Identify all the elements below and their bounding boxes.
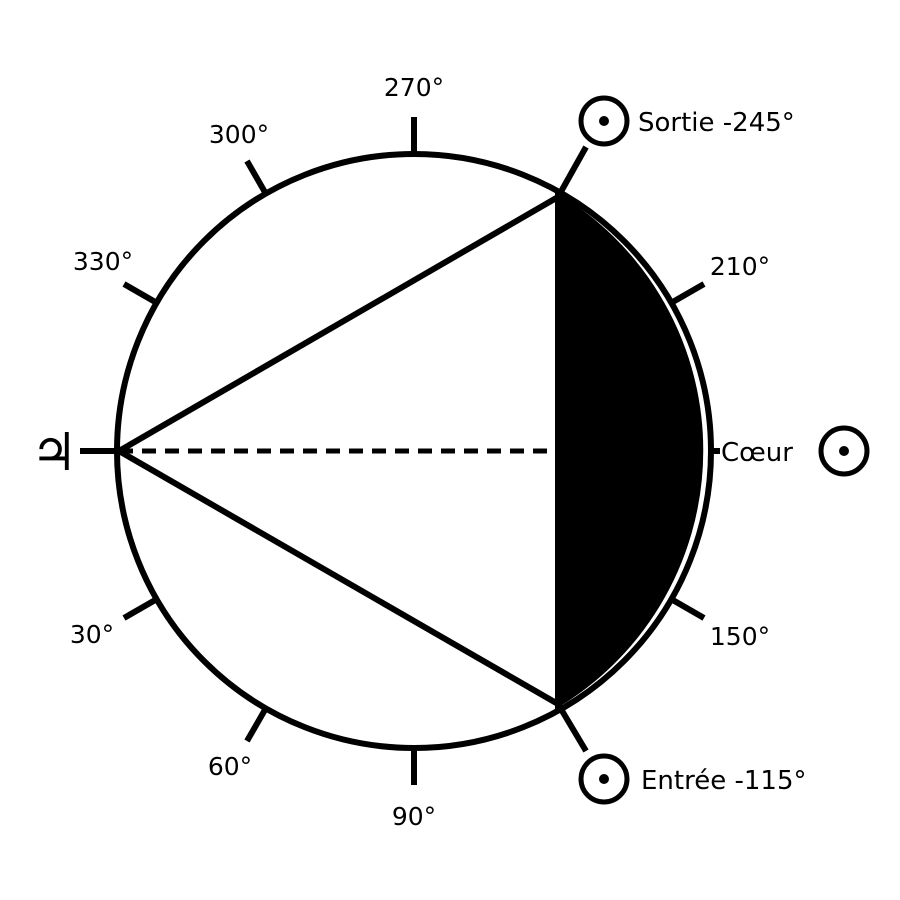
sun-marker-coeur-label: Cœur — [721, 438, 793, 468]
tick-marks — [80, 117, 720, 785]
tick-150 — [669, 596, 706, 621]
shaded-segment — [555, 191, 704, 710]
sun-circled-dot-icon — [578, 753, 630, 805]
sun-marker-entree-label: Entrée -115° — [641, 766, 806, 796]
degree-label-90: 90° — [392, 802, 436, 831]
degree-label-210: 210° — [710, 252, 770, 281]
tick-30 — [122, 596, 159, 621]
degree-label-30: 30° — [70, 620, 114, 649]
chord-lower — [117, 448, 560, 707]
sun-marker-sortie-label: Sortie -245° — [638, 108, 795, 138]
sun-marker-coeur: Cœur — [721, 425, 870, 477]
tick-sortie — [555, 145, 589, 199]
degree-label-150: 150° — [710, 622, 770, 651]
sun-marker-entree: Entrée -115° — [578, 753, 806, 805]
degree-label-330: 330° — [73, 247, 133, 276]
degree-label-60: 60° — [208, 752, 252, 781]
chord-upper — [117, 194, 560, 454]
sun-circled-dot-icon — [578, 95, 630, 147]
sun-circled-dot-icon — [818, 425, 870, 477]
tick-300 — [244, 159, 269, 196]
tick-60 — [244, 706, 269, 743]
degree-label-300: 300° — [209, 120, 269, 149]
degree-label-270: 270° — [384, 73, 444, 102]
tick-210 — [669, 281, 706, 306]
tick-entree — [555, 702, 589, 753]
tick-330 — [122, 281, 159, 306]
sun-marker-sortie: Sortie -245° — [578, 95, 795, 147]
jupiter-symbol-icon: ♃ — [31, 423, 78, 483]
